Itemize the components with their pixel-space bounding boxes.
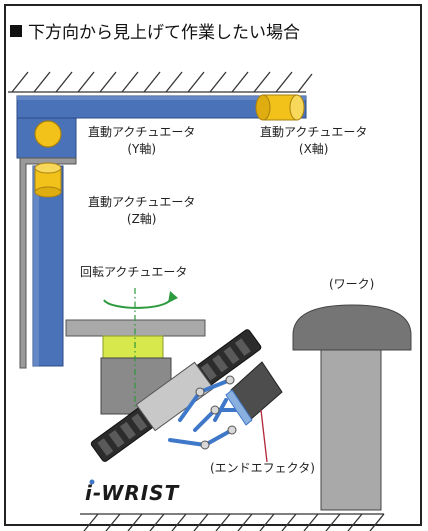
y-actuator-name: 直動アクチュエータ — [88, 125, 196, 139]
wrist-arm-rail — [90, 329, 262, 462]
rotation-arrow-icon — [103, 291, 178, 309]
z-actuator-axis: (Z軸) — [126, 212, 157, 226]
y-axis-cap — [34, 120, 62, 148]
end-effector — [225, 361, 283, 426]
z-actuator-label: 直動アクチュエータ (Z軸) — [88, 194, 195, 228]
y-actuator-label: 直動アクチュエータ (Y軸) — [88, 124, 195, 158]
end-effector-label: (エンドエフェクタ) — [210, 461, 315, 475]
page-title: 下方向から見上げて作業したい場合 — [10, 18, 300, 43]
i-wrist-logo: i-WRIST — [85, 481, 180, 505]
bullet-square-icon — [10, 24, 22, 37]
bracket — [19, 157, 77, 369]
logo-dot-icon — [89, 479, 95, 485]
z-actuator-name: 直動アクチュエータ — [88, 195, 196, 209]
workpiece — [292, 304, 412, 511]
x-actuator-name: 直動アクチュエータ — [260, 125, 368, 139]
x-actuator-axis: (X軸) — [298, 142, 329, 156]
end-effector-leader — [260, 409, 268, 463]
x-actuator-label: 直動アクチュエータ (X軸) — [260, 124, 367, 158]
work-label: (ワーク) — [329, 277, 375, 291]
ceiling-hatch — [8, 71, 313, 93]
z-axis-cap — [34, 162, 62, 198]
title-text: 下方向から見上げて作業したい場合 — [28, 23, 300, 43]
link-joints — [195, 375, 237, 450]
rotary-block — [102, 335, 164, 359]
x-axis-cap — [255, 94, 305, 121]
floor-hatch — [80, 513, 385, 531]
rotary-actuator-label: 回転アクチュエータ — [80, 265, 188, 279]
y-actuator-axis: (Y軸) — [127, 142, 157, 156]
